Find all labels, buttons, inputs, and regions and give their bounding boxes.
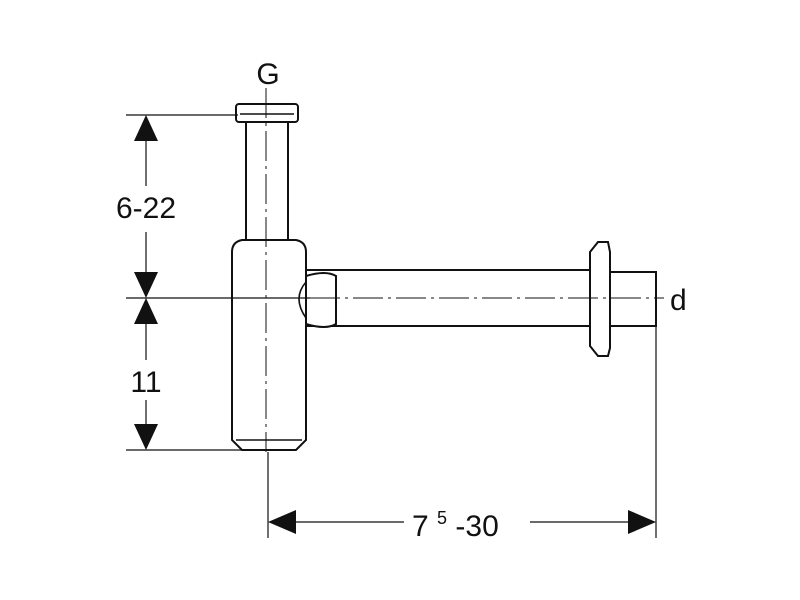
length-label-rest: -30 <box>455 510 498 543</box>
elbow-joint <box>305 272 337 328</box>
bottle-body <box>231 239 307 451</box>
height-lower-label: 11 <box>130 366 161 399</box>
elbow-curve <box>298 281 307 319</box>
arrow-up-icon <box>134 115 158 141</box>
arrow-right-icon <box>628 510 656 534</box>
inlet-cap <box>235 103 299 123</box>
top-connection-label: G <box>256 58 279 91</box>
height-upper-label: 6-22 <box>116 192 176 225</box>
arrow-down-icon <box>134 424 158 450</box>
arrow-up-icon <box>134 298 158 324</box>
length-label: 7 5 -30 <box>412 498 499 543</box>
extension-lines <box>126 114 657 538</box>
siphon-body <box>231 103 657 451</box>
length-label-base: 7 <box>412 510 429 543</box>
center-lines <box>265 88 664 452</box>
length-label-superscript: 5 <box>437 508 447 528</box>
dimension-height-upper: 6-22 <box>116 115 176 298</box>
inlet-pipe <box>245 121 289 245</box>
dimension-length: 7 5 -30 <box>268 498 656 543</box>
wall-flange <box>589 241 611 357</box>
dimension-height-lower: 11 <box>130 298 162 450</box>
arrow-down-icon <box>134 272 158 298</box>
outlet-diameter-label: d <box>670 284 687 317</box>
tail-pipe <box>609 271 657 327</box>
arrow-left-icon <box>268 510 296 534</box>
